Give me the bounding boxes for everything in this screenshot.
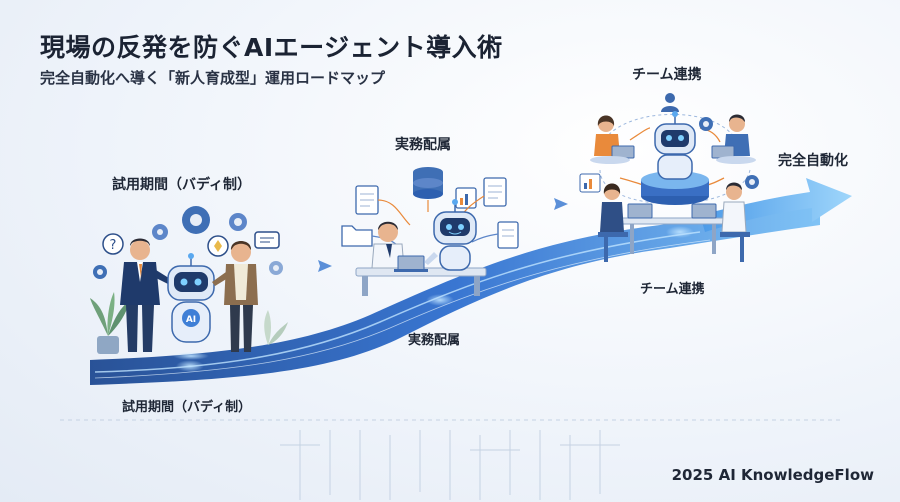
question-bubble-icon: ? — [102, 233, 124, 255]
team-member-icon — [598, 183, 628, 262]
arrow-icon — [538, 198, 568, 214]
svg-text:?: ? — [110, 238, 117, 253]
circuit-lines — [60, 419, 840, 500]
team-member-icon — [711, 114, 756, 164]
stage-label-team: チーム連携 — [632, 67, 702, 83]
team-member-icon — [590, 115, 635, 164]
page-title: 現場の反発を防ぐAIエージェント導入術 — [40, 33, 503, 62]
footer-credit: 2025 AI KnowledgeFlow — [671, 466, 874, 484]
stage-caption-team: チーム連携 — [640, 282, 705, 297]
database-icon — [413, 167, 443, 199]
stage-assign-scene — [341, 167, 519, 296]
robot-icon: AI — [167, 253, 215, 360]
arrow-icon — [298, 260, 332, 276]
worker-person-icon — [371, 221, 405, 269]
team-member-icon — [720, 182, 750, 262]
idea-bubble-icon — [207, 235, 229, 257]
stage-team-scene — [579, 93, 759, 262]
chart-doc-icon — [579, 173, 601, 193]
page-subtitle: 完全自動化へ導く「新人育成型」運用ロードマップ — [40, 69, 386, 87]
user-icon — [661, 93, 679, 112]
robot-icon — [424, 199, 477, 271]
robot-badge-text: AI — [186, 315, 196, 325]
stage-trial-scene: ? AI — [90, 206, 288, 360]
laptop-icon — [394, 255, 428, 272]
folder-icon — [341, 225, 373, 247]
stage-label-trial: 試用期間（バディ制） — [112, 177, 252, 193]
stage-label-auto: 完全自動化 — [778, 153, 848, 169]
stage-caption-trial: 試用期間（バディ制） — [122, 400, 252, 415]
gear-icon — [93, 206, 283, 279]
chart-doc-icon — [455, 187, 477, 209]
chat-bubble-icon — [254, 231, 280, 249]
plant-icon — [264, 310, 288, 345]
newcomer-person-icon — [212, 241, 258, 352]
stage-caption-assign: 実務配属 — [408, 333, 461, 348]
robot-icon — [641, 111, 709, 205]
plant-icon — [90, 292, 130, 354]
meeting-table-icon — [617, 203, 729, 254]
mentor-person-icon — [120, 238, 172, 352]
progress-road — [90, 205, 820, 385]
stage-label-assign: 実務配属 — [395, 137, 451, 153]
gear-icon — [699, 117, 759, 189]
